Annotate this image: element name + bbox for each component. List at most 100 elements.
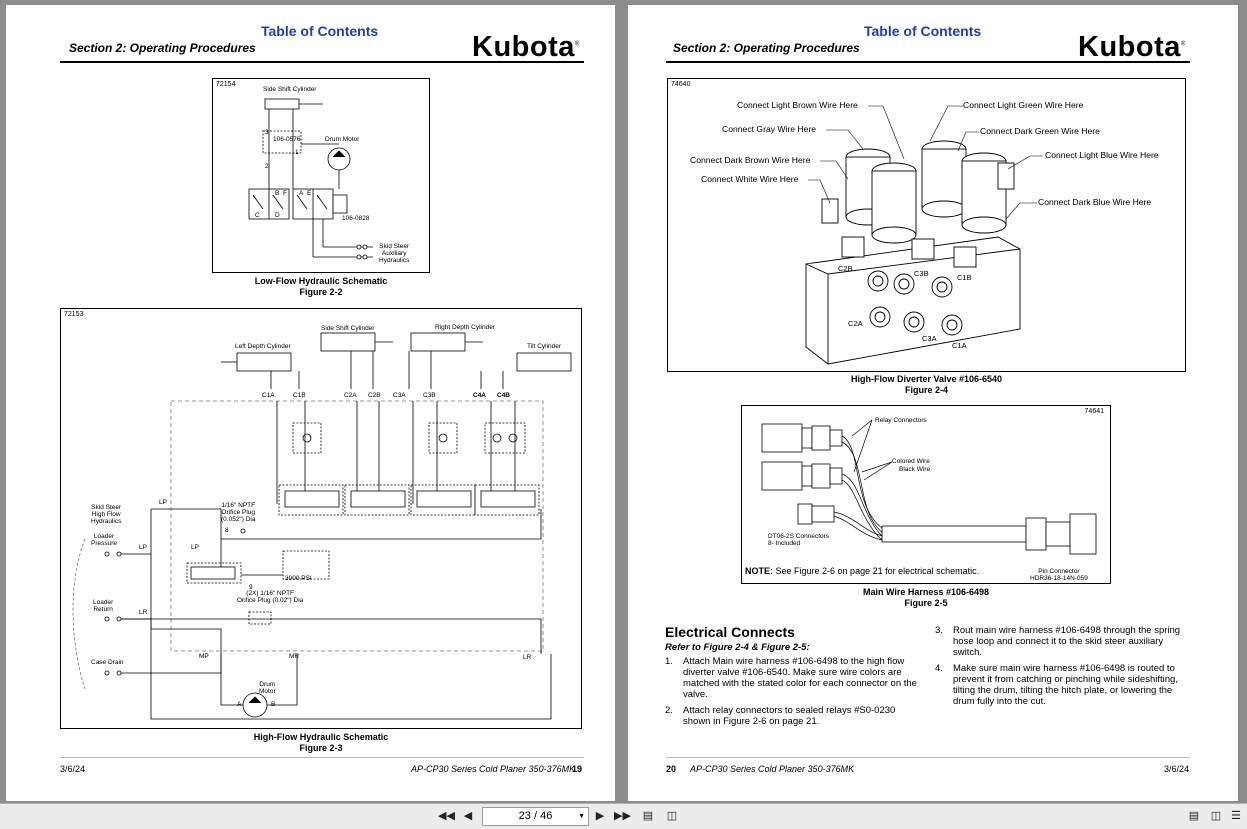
single-page-view-icon[interactable]: ▤ [642, 810, 654, 822]
label-loader-return: Loader Return [93, 599, 114, 613]
label-lp-3: LP [191, 544, 199, 551]
footer-date: 3/6/24 [60, 764, 86, 774]
label-mr: MR [289, 653, 300, 660]
label-n2: 2 [265, 163, 269, 170]
wire-harness-figure: 74641 [741, 405, 1111, 584]
footer-rule [666, 757, 1190, 758]
footer-title: AP-CP30 Series Cold Planer 350-376MK [411, 764, 576, 774]
low-flow-schematic: 72154 [212, 78, 430, 273]
step-item: 4.Make sure main wire harness #106-6498 … [935, 663, 1178, 707]
label-orifice-1: 1/16" NPTF Orifice Plug (0.052") Dia [221, 502, 256, 523]
step-item: 2.Attach relay connectors to sealed rela… [665, 705, 896, 727]
label-lp-2: LP [139, 544, 147, 551]
toc-link[interactable]: Table of Contents [864, 23, 982, 39]
callout-light-green: Connect Light Green Wire Here [963, 100, 1084, 110]
footer-title: AP-CP30 Series Cold Planer 350-376MK [690, 764, 855, 774]
label-right-depth: Right Depth Cylinder [435, 324, 495, 331]
port-c3b: C3B [914, 269, 929, 278]
label-pc: C [255, 212, 260, 219]
label-c3b: C3B [423, 392, 436, 399]
text-view-icon[interactable]: ☰ [1231, 810, 1241, 822]
label-part-0576: 106-0576 [273, 136, 301, 143]
label-pd: D [275, 212, 280, 219]
label-pb: B [275, 190, 280, 197]
page-selector[interactable]: 23 / 46▼ [482, 807, 589, 826]
label-pb: B [271, 701, 276, 708]
high-flow-schematic: 72153 [60, 308, 582, 729]
figure-id: 74640 [671, 81, 691, 88]
toc-link[interactable]: Table of Contents [261, 23, 379, 39]
label-c3a: C3A [393, 392, 406, 399]
first-page-icon[interactable]: ◀◀ [438, 810, 455, 822]
diverter-valve-drawing [805, 105, 1043, 365]
zoom-page-icon[interactable]: ▤ [1188, 810, 1200, 822]
kubota-logo: Kubota® [1078, 31, 1186, 63]
label-psi: 3000 PSI [285, 575, 312, 582]
label-c1b: C1B [293, 392, 306, 399]
callout-dark-green: Connect Dark Green Wire Here [980, 126, 1100, 136]
callout-white: Connect White Wire Here [701, 174, 799, 184]
footer-rule [60, 757, 584, 758]
wire-harness-drawing [761, 419, 1097, 555]
page-19: Table of Contents Section 2: Operating P… [6, 5, 615, 801]
two-page-view-icon[interactable]: ◫ [666, 810, 678, 822]
label-black-wire: Black Wire [899, 466, 931, 473]
section-title: Section 2: Operating Procedures [673, 41, 860, 55]
page-number: 20 [666, 764, 677, 774]
book-view-icon[interactable]: ◫ [1210, 810, 1222, 822]
callout-light-brown: Connect Light Brown Wire Here [737, 100, 858, 110]
kubota-logo: Kubota® [472, 31, 580, 63]
callout-light-blue: Connect Light Blue Wire Here [1045, 150, 1159, 160]
callout-dark-brown: Connect Dark Brown Wire Here [690, 155, 811, 165]
label-loader-pressure: Loader Pressure [91, 533, 118, 547]
figure-id: 72153 [64, 311, 84, 318]
label-c2b: C2B [368, 392, 381, 399]
next-page-icon[interactable]: ▶ [595, 810, 605, 822]
port-c1b: C1B [957, 273, 972, 282]
section-title: Section 2: Operating Procedures [69, 41, 256, 55]
label-lr-1: LR [139, 609, 148, 616]
header-rule [60, 61, 584, 63]
label-c2a: C2A [344, 392, 357, 399]
port-c2a: C2A [848, 319, 863, 328]
label-side-shift: Side Shift Cylinder [263, 86, 317, 93]
label-c4b: C4B [497, 392, 511, 399]
step-item: 3.Rout main wire harness #106-6498 throu… [935, 625, 1181, 658]
label-pa: A [237, 701, 242, 708]
prev-page-icon[interactable]: ◀ [463, 810, 473, 822]
last-page-icon[interactable]: ▶▶ [614, 810, 631, 822]
figure-id: 72154 [216, 81, 236, 88]
callout-gray: Connect Gray Wire Here [722, 124, 817, 134]
figure-note: NOTE: See Figure 2-6 on page 21 for elec… [745, 566, 980, 576]
refer-line: Refer to Figure 2-4 & Figure 2-5: [665, 642, 810, 653]
label-pe: E [307, 190, 312, 197]
label-part-0828: 106-0828 [342, 215, 370, 222]
callout-dark-blue: Connect Dark Blue Wire Here [1038, 197, 1152, 207]
label-n1: 1 [295, 149, 299, 156]
label-pf: F [283, 190, 287, 197]
label-side-shift: Side Shift Cylinder [321, 325, 375, 332]
label-drum-motor: Drum Motor [325, 136, 360, 143]
label-lp-1: LP [159, 499, 167, 506]
label-drum-motor: Drum Motor [259, 681, 276, 695]
footer-date: 3/6/24 [1164, 764, 1190, 774]
label-skid-steer: Skid Steer Auxiliary Hydraulics [379, 243, 410, 264]
label-n3: 3 [265, 129, 269, 136]
figure-id: 74641 [1084, 408, 1104, 415]
port-c3a: C3A [922, 334, 937, 343]
section-heading: Electrical Connects [665, 624, 795, 640]
label-mp: MP [199, 653, 209, 660]
label-skid-steer: Skid Steer High Flow Hydraulics [91, 504, 122, 525]
diverter-valve-figure: 74640 [667, 78, 1186, 372]
label-pa: A [299, 190, 304, 197]
label-tilt: Tilt Cylinder [527, 343, 562, 350]
label-dt06-connectors: DT06-2S Connectors 8- Included [768, 533, 830, 547]
high-flow-diagram [72, 332, 572, 720]
label-pin-connector: Pin Connector HDR36-18-14N-059 [1030, 568, 1088, 582]
page-number: 19 [572, 764, 583, 774]
label-left-depth: Left Depth Cylinder [235, 343, 291, 350]
